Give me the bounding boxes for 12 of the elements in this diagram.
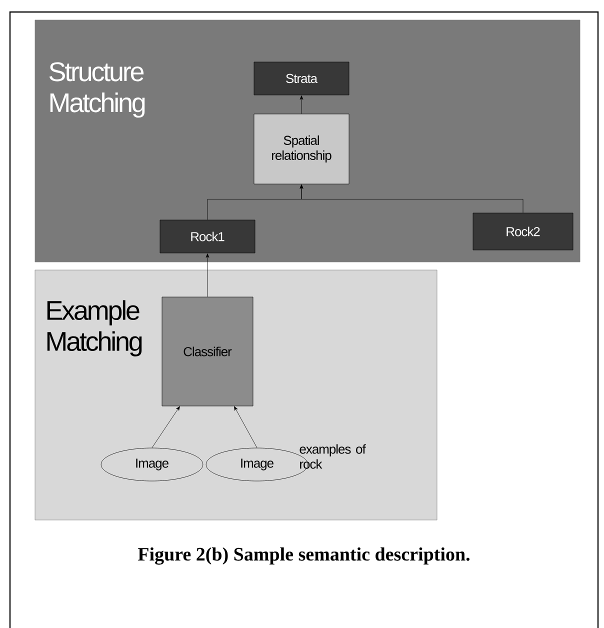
process-box: Rock2: [472, 212, 574, 250]
arrow: [300, 96, 304, 114]
process-box: Classifier: [162, 296, 254, 406]
arrow: [152, 406, 180, 448]
arrow: [234, 406, 258, 448]
figure-caption: Figure 2(b) Sample semantic description.: [138, 547, 470, 565]
arrow: [300, 184, 524, 213]
arrow: [206, 254, 210, 297]
note-text: examples of rock: [300, 444, 366, 469]
process-box: Rock1: [160, 220, 256, 254]
process-box: Strata: [254, 62, 350, 96]
process-box: Spatial relationship: [254, 114, 350, 184]
